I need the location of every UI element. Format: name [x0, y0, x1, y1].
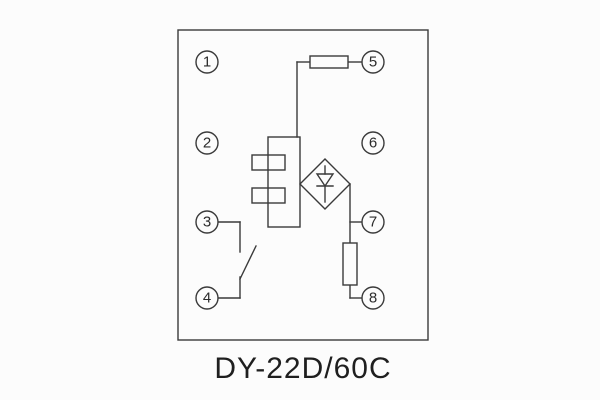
bridge-rectifier [299, 158, 351, 210]
terminal-label: 5 [369, 54, 377, 71]
terminal-2: 2 [195, 131, 219, 155]
diode-icon [315, 165, 335, 203]
resistor-left-lower [251, 187, 286, 204]
terminal-label: 8 [369, 290, 377, 307]
terminal-label: 3 [203, 214, 211, 231]
resistor-top [309, 55, 349, 69]
terminal-circle [361, 50, 385, 74]
terminal-circle [195, 286, 219, 310]
terminal-label: 1 [203, 54, 211, 71]
terminal-7: 7 [361, 210, 385, 234]
terminal-1: 1 [195, 50, 219, 74]
terminal-label: 7 [369, 214, 377, 231]
terminal-label: 2 [203, 135, 211, 152]
terminal-6: 6 [361, 131, 385, 155]
diode-triangle [315, 173, 335, 188]
resistor-left-upper [251, 154, 286, 171]
model-title: DY-22D/60C [214, 352, 391, 385]
terminal-circle [361, 286, 385, 310]
terminal-5: 5 [361, 50, 385, 74]
terminal-circle [361, 131, 385, 155]
terminal-circle [361, 210, 385, 234]
diagram-border [177, 29, 429, 341]
terminal-3: 3 [195, 210, 219, 234]
terminal-circle [195, 131, 219, 155]
wires [217, 61, 363, 299]
terminal-label: 4 [203, 290, 211, 307]
terminal-circle [195, 50, 219, 74]
terminal-label: 6 [369, 135, 377, 152]
switch-contact [239, 245, 257, 280]
terminal-4: 4 [195, 286, 219, 310]
terminal-circle [195, 210, 219, 234]
resistor-right [342, 242, 358, 286]
rectifier-diamond [299, 158, 351, 210]
coil-box [267, 136, 301, 228]
terminal-8: 8 [361, 286, 385, 310]
